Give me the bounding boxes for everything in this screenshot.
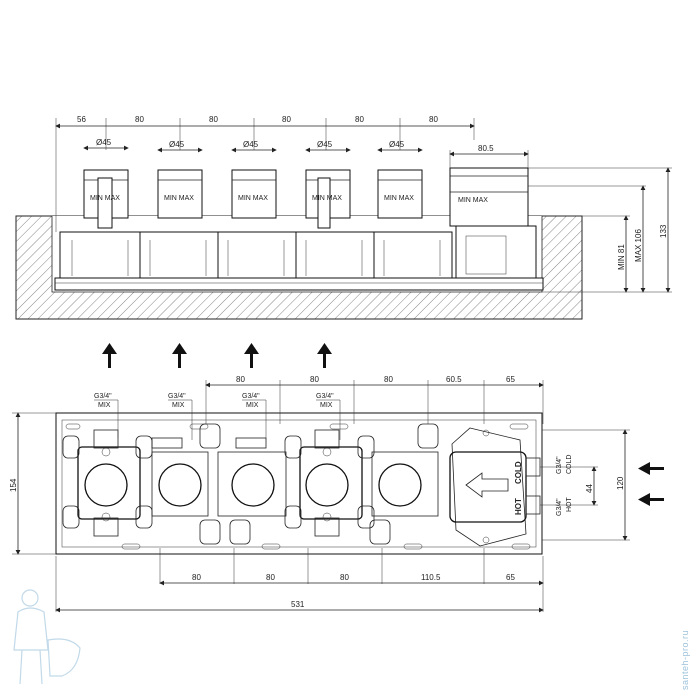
min-max-markers: MIN MAX MIN MAX MIN MAX MIN MAX MIN MAX …: [90, 195, 488, 204]
hot-label: HOT: [566, 497, 573, 513]
dim-min-81: MIN 81: [617, 244, 626, 270]
housing-mark: MIN MAX: [90, 195, 120, 202]
thermostatic-body: COLD HOT: [449, 427, 541, 547]
mixer-module-1: [62, 429, 153, 537]
dim-front-top: 65: [506, 375, 515, 384]
dim-height-154: 154: [9, 478, 18, 492]
dim-front-top: 80: [236, 375, 245, 384]
port-thread: G3/4": [94, 393, 112, 400]
mounting-base: [54, 277, 544, 291]
dim-front-top: 80: [310, 375, 319, 384]
front-view: COLD HOT G3/4" MIX G3/4" MIX G3/4" MIX G…: [9, 375, 664, 613]
diverter-modules: [151, 423, 439, 545]
top-section-view: MIN MAX MIN MAX MIN MAX MIN MAX MIN MAX …: [15, 115, 672, 320]
watermark-plumber-logo: [13, 589, 81, 685]
port-name: MIX: [98, 402, 111, 409]
outlet-arrows: [102, 343, 332, 368]
dim-top-80: 80: [209, 115, 218, 124]
port-labels: G3/4" MIX G3/4" MIX G3/4" MIX G3/4" MIX: [94, 393, 341, 440]
housing-mark: MIN MAX: [164, 195, 194, 202]
front-bottom-dims: 80 80 80 110.5 65 531: [55, 548, 544, 613]
diam-label: Ø45: [317, 140, 333, 149]
dim-top-80: 80: [429, 115, 438, 124]
arrow-up-icon: [244, 343, 259, 368]
valve-bodies-side: [59, 225, 537, 279]
dim-top-80-5: 80.5: [478, 144, 494, 153]
depth-dims: MIN 81 MAX 106 133: [528, 167, 672, 293]
housing-mark: MIN MAX: [312, 195, 342, 202]
mixer-module-2: [284, 429, 375, 537]
arrow-left-icon: [638, 462, 664, 475]
hot-side-label: HOT: [514, 498, 523, 515]
dim-133: 133: [659, 224, 668, 238]
slot-holes: [65, 423, 531, 550]
top-dimension-chain: 56 80 80 80 80 80 80.5: [55, 115, 529, 232]
front-top-dims: 80 80 80 60.5 65: [205, 375, 544, 424]
cold-thread: G3/4": [556, 456, 563, 474]
cold-label: COLD: [566, 455, 573, 474]
diam-label: Ø45: [96, 138, 112, 147]
port-thread: G3/4": [242, 393, 260, 400]
diameter-dims: Ø45 Ø45 Ø45 Ø45 Ø45: [83, 138, 423, 153]
arrow-up-icon: [317, 343, 332, 368]
port-thread: G3/4": [168, 393, 186, 400]
arrow-up-icon: [172, 343, 187, 368]
port-thread: G3/4": [316, 393, 334, 400]
dim-front-bottom: 80: [266, 573, 275, 582]
dim-front-top: 80: [384, 375, 393, 384]
dim-overall-width: 531: [291, 600, 305, 609]
diam-label: Ø45: [389, 140, 405, 149]
dim-top-80: 80: [355, 115, 364, 124]
diam-label: Ø45: [169, 140, 185, 149]
arrow-left-icon: [638, 493, 664, 506]
arrow-up-icon: [102, 343, 117, 368]
port-name: MIX: [320, 402, 333, 409]
dim-max-106: MAX 106: [634, 229, 643, 262]
dim-height-120: 120: [616, 476, 625, 490]
front-left-height-dim: 154: [9, 412, 56, 555]
cartridge-housings: [83, 167, 529, 229]
dim-top-80: 80: [282, 115, 291, 124]
dim-top-56: 56: [77, 115, 86, 124]
cold-side-label: COLD: [514, 461, 523, 484]
dim-inlet-spacing: 44: [585, 484, 594, 493]
hot-thread: G3/4": [556, 498, 563, 516]
port-name: MIX: [172, 402, 185, 409]
housing-mark: MIN MAX: [458, 197, 488, 204]
inlet-arrows: [638, 462, 664, 506]
arrow-left-icon: [465, 472, 509, 498]
diam-label: Ø45: [243, 140, 259, 149]
front-right-dims: 44 120 G3/4" COLD G3/4" HOT: [540, 429, 630, 541]
housing-mark: MIN MAX: [384, 195, 414, 202]
port-name: MIX: [246, 402, 259, 409]
backing-plate: [55, 412, 543, 555]
watermark-text: santeh-pro.ru: [680, 630, 690, 690]
dim-front-top: 60.5: [446, 375, 462, 384]
dim-front-bottom: 80: [192, 573, 201, 582]
housing-mark: MIN MAX: [238, 195, 268, 202]
dim-front-bottom: 65: [506, 573, 515, 582]
dim-top-80: 80: [135, 115, 144, 124]
dim-front-bottom: 110.5: [421, 573, 441, 582]
dim-front-bottom: 80: [340, 573, 349, 582]
